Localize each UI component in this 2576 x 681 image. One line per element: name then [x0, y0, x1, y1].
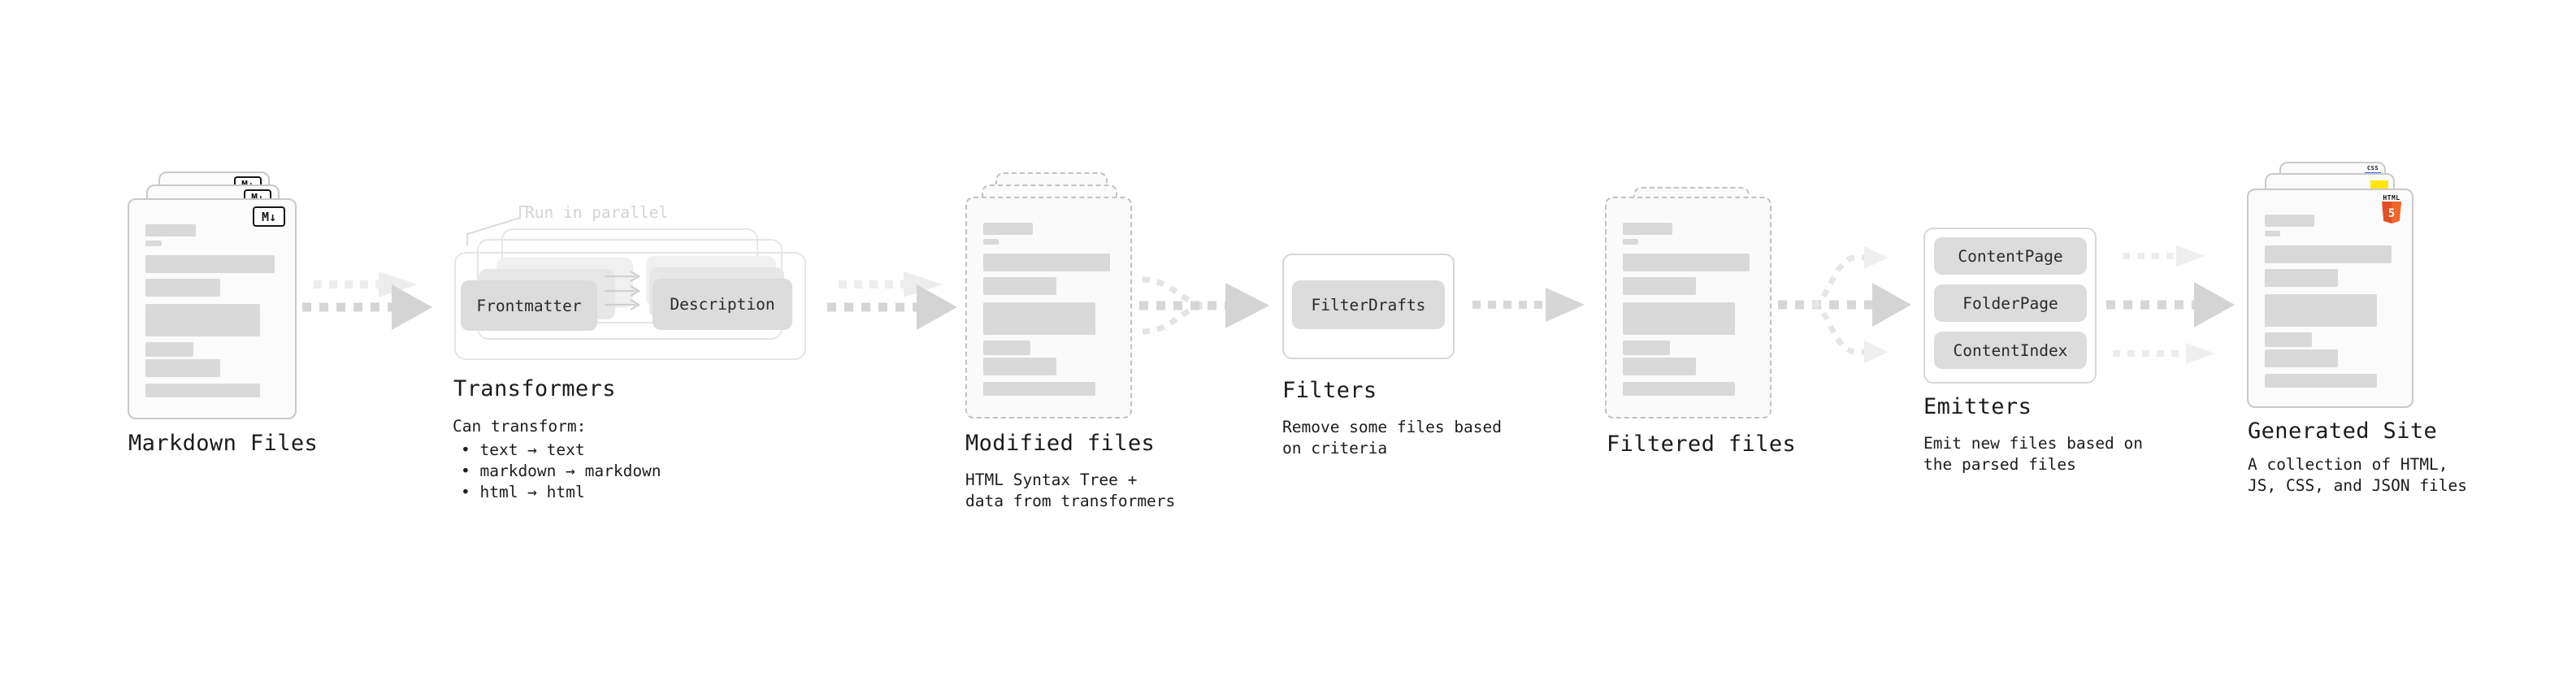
document-text-placeholder — [983, 223, 1114, 396]
bullet-item: • html → html — [461, 483, 585, 501]
callout-line — [466, 206, 527, 245]
html5-icon: HTML 5 — [2381, 194, 2402, 223]
html5-badge-label: HTML — [2383, 194, 2400, 202]
transformer-frame-front — [454, 252, 806, 360]
subtitle-line: Emit new files based on — [1923, 434, 2144, 453]
subtitle-line: the parsed files — [1923, 455, 2076, 474]
description-box: Description — [653, 279, 792, 330]
parallel-flow-arrows-icon — [605, 271, 641, 310]
subtitle-line: HTML Syntax Tree + — [965, 471, 1138, 489]
arrow-fanout-to-emitters-icon — [1778, 246, 1911, 363]
transformers-bullet-list: • text → text • markdown → markdown • ht… — [461, 440, 661, 503]
filters-subtitle: Remove some files based on criteria — [1282, 417, 1502, 459]
js-icon — [2370, 180, 2388, 190]
transformers-note-heading: Can transform: — [453, 417, 587, 436]
svg-text:5: 5 — [2388, 207, 2395, 220]
subtitle-line: A collection of HTML, — [2248, 455, 2448, 474]
subtitle-line: JS, CSS, and JSON files — [2248, 476, 2468, 495]
css-badge-label: CSS — [2366, 165, 2379, 171]
arrow-merge-to-filters-icon — [1139, 276, 1269, 335]
html5-shield: 5 — [2382, 202, 2401, 223]
file-card-dashed — [1605, 197, 1772, 419]
filters-title: Filters — [1282, 378, 1377, 403]
transformers-title: Transformers — [453, 376, 616, 401]
folderpage-box: FolderPage — [1934, 284, 2087, 322]
subtitle-line: Remove some files based — [1282, 418, 1503, 436]
arrow-transformers-to-modified-icon — [827, 271, 957, 330]
markdown-files-label: Markdown Files — [128, 431, 319, 456]
arrow-markdown-to-transformers-icon — [302, 271, 432, 330]
bullet-item: • markdown → markdown — [461, 462, 661, 480]
document-text-placeholder — [145, 224, 279, 397]
arrow-filters-to-filtered-icon — [1472, 288, 1585, 322]
document-text-placeholder — [2265, 215, 2396, 388]
arrows-emitters-to-site-icon — [2106, 245, 2235, 364]
file-card: HTML 5 — [2247, 189, 2413, 408]
filterdrafts-box: FilterDrafts — [1292, 280, 1445, 329]
file-card: M↓ — [128, 198, 297, 419]
contentpage-box: ContentPage — [1934, 237, 2087, 275]
markdown-icon: M↓ — [253, 206, 285, 227]
run-in-parallel-note: Run in parallel — [525, 203, 669, 222]
file-card-dashed — [965, 197, 1132, 419]
generated-site-subtitle: A collection of HTML, JS, CSS, and JSON … — [2248, 454, 2467, 497]
generated-site-title: Generated Site — [2248, 419, 2438, 444]
bullet-item: • text → text — [461, 440, 585, 459]
filtered-files-label: Filtered files — [1607, 432, 1797, 457]
emitters-subtitle: Emit new files based on the parsed files — [1923, 433, 2143, 475]
contentindex-box: ContentIndex — [1934, 332, 2087, 369]
modified-files-subtitle: HTML Syntax Tree + data from transformer… — [965, 470, 1175, 512]
frontmatter-box: Frontmatter — [461, 280, 597, 331]
modified-files-title: Modified files — [965, 431, 1156, 456]
emitters-title: Emitters — [1923, 394, 2032, 419]
subtitle-line: data from transformers — [965, 492, 1176, 510]
subtitle-line: on criteria — [1282, 439, 1388, 458]
document-text-placeholder — [1623, 223, 1754, 396]
